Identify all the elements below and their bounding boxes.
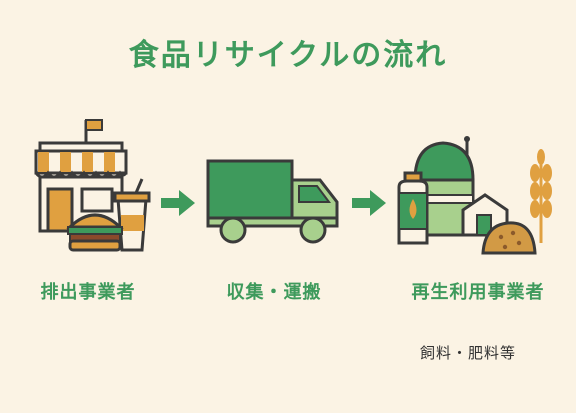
arrow-right-icon xyxy=(352,190,386,216)
output-note: 飼料・肥料等 xyxy=(420,344,517,362)
step-label-recycler: 再生利用事業者 xyxy=(411,282,545,303)
truck-icon xyxy=(206,159,339,244)
store-food-icon xyxy=(34,119,151,252)
step-label-discharger: 排出事業者 xyxy=(40,282,136,303)
recycling-facility-icon xyxy=(397,136,552,255)
arrow-right-icon xyxy=(161,190,195,216)
step-label-transport: 収集・運搬 xyxy=(226,282,322,303)
page-title: 食品リサイクルの流れ xyxy=(128,38,448,73)
